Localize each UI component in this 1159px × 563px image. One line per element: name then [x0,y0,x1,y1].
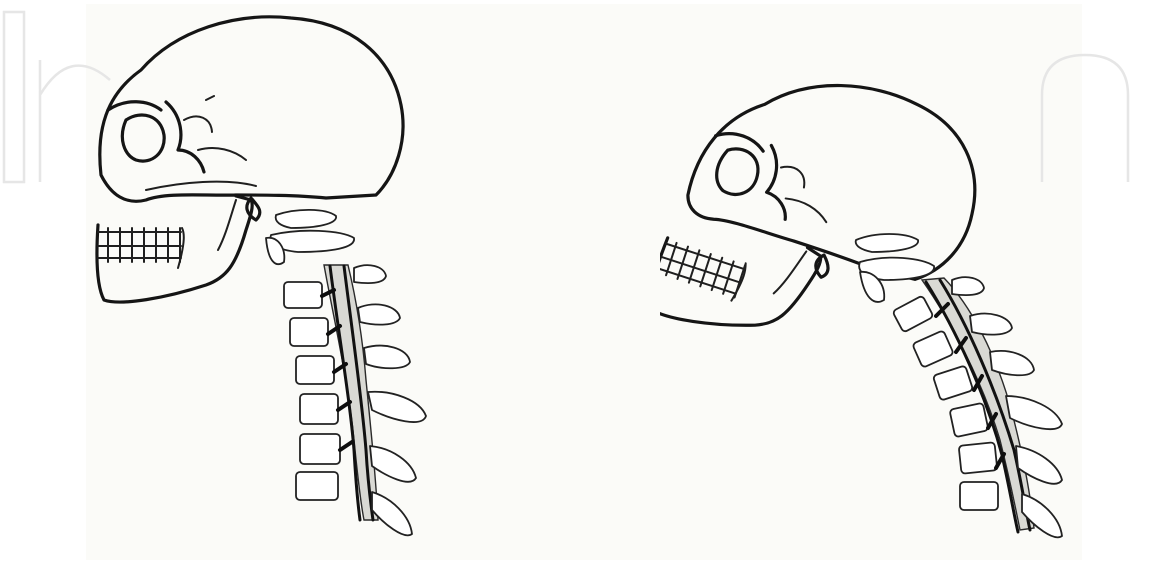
vertebral-body-c3 [284,282,322,308]
zygomatic-arch [769,164,839,222]
vertebral-body-c4 [912,330,954,368]
tooth-dividers [666,243,745,298]
mandible-ramus [731,234,806,318]
watermark-stroke-left [4,12,24,182]
vertebral-bodies [284,282,340,500]
atlas-vertebra [856,234,918,252]
spinous-process-c3 [354,265,386,283]
spinous-process-c6 [368,392,426,422]
eye-orbit [711,144,764,200]
temporal-line [146,182,256,190]
spinous-process-t1 [372,492,412,535]
vertebral-body-t1 [960,482,998,510]
vertebral-body-c3 [892,295,933,332]
vertebral-body-c6 [300,394,338,424]
ligament-mark [340,442,352,450]
vertebral-body-c7 [959,442,998,474]
vertebral-body-c6 [949,403,988,437]
vertebral-body-c5 [296,356,334,384]
brow-line [698,128,806,219]
flexed-posture-figure [660,0,1090,563]
spinous-process-c3 [952,277,984,295]
atlas-vertebra [276,210,336,228]
zygomatic-arch [184,96,246,160]
spinous-process-t1 [1022,494,1062,537]
spinous-process-c5 [364,346,410,369]
neutral-posture-drawing [86,0,466,563]
vertebral-body-c7 [300,434,340,464]
eye-orbit [122,115,164,161]
cranium-outline [100,17,403,201]
vertebral-body-c5 [933,365,973,400]
spinous-process-c5 [990,351,1034,375]
spinous-process-c7 [370,446,416,482]
spinous-process-c4 [970,314,1012,335]
flexed-posture-drawing [660,0,1090,563]
vertebral-body-t1 [296,472,338,500]
cranium-outline [682,43,1000,295]
mandible-ramus [178,200,236,268]
neutral-posture-figure [86,0,466,563]
vertebral-body-c4 [290,318,328,346]
spinous-process-c4 [358,304,400,324]
teeth [98,228,181,262]
teeth [660,240,745,298]
